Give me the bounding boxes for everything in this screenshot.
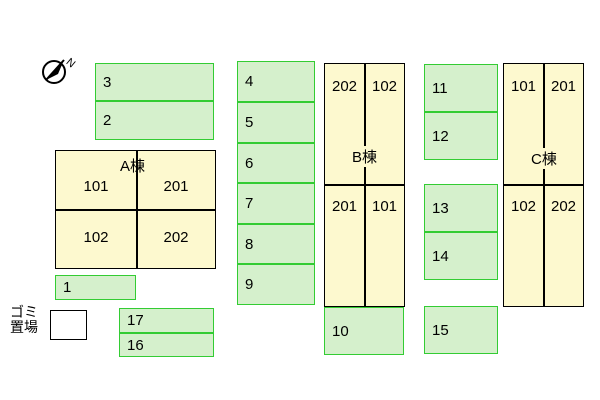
parking-number: 11 [432,79,448,97]
parking-space-2: 2 [95,101,214,140]
unit-label: 202 [331,78,358,95]
unit-label: 202 [550,198,577,215]
unit-label: 201 [163,178,189,195]
trash-area-label: ゴミ 置場 [10,305,38,335]
building-b-name: B棟 [351,146,379,167]
parking-space-17: 17 [119,308,214,333]
unit-label: 102 [371,78,398,95]
parking-space-7: 7 [237,183,315,224]
parking-space-15: 15 [424,306,498,354]
compass-label: N [64,56,78,70]
parking-number: 7 [245,195,254,212]
parking-number: 6 [245,154,254,172]
parking-space-6: 6 [237,143,315,183]
building-c-name: C棟 [530,148,558,169]
unit-label: 101 [510,78,537,95]
parking-number: 5 [245,114,254,131]
trash-label-line1: ゴミ [10,304,38,320]
unit-label: 202 [163,229,189,246]
parking-number: 10 [332,322,349,340]
parking-space-5: 5 [237,102,315,143]
parking-space-14: 14 [424,232,498,280]
unit-label: 201 [550,78,577,95]
parking-number: 9 [245,276,254,293]
parking-number: 12 [432,127,449,145]
building-a: A棟 101 201 102 202 [55,150,216,269]
trash-label-line2: 置場 [10,319,38,335]
parking-space-8: 8 [237,224,315,264]
parking-number: 14 [432,247,449,265]
parking-number: 15 [432,321,449,339]
parking-number: 4 [245,73,254,90]
parking-space-1: 1 [55,275,136,300]
parking-space-9: 9 [237,264,315,305]
parking-number: 2 [103,112,112,129]
building-c: 101 201 C棟 102 202 [503,63,584,307]
parking-space-13: 13 [424,184,498,232]
parking-space-11: 11 [424,64,498,112]
parking-number: 16 [127,336,144,354]
unit-label: 101 [371,198,398,215]
building-b: 202 102 B棟 201 101 [324,63,405,307]
parking-number: 13 [432,199,449,217]
north-arrow-icon: N [42,56,78,84]
unit-label: 201 [331,198,358,215]
parking-space-10: 10 [324,307,404,355]
building-a-name: A棟 [120,158,146,175]
parking-number: 17 [127,312,144,329]
parking-space-16: 16 [119,333,214,357]
unit-label: 102 [83,229,109,246]
parking-space-4: 4 [237,61,315,102]
parking-number: 1 [63,279,72,296]
unit-label: 101 [83,178,109,195]
parking-number: 3 [103,73,112,91]
parking-space-12: 12 [424,112,498,160]
unit-label: 102 [510,198,537,215]
parking-number: 8 [245,235,254,253]
trash-area [50,310,87,340]
parking-space-3: 3 [95,63,214,101]
